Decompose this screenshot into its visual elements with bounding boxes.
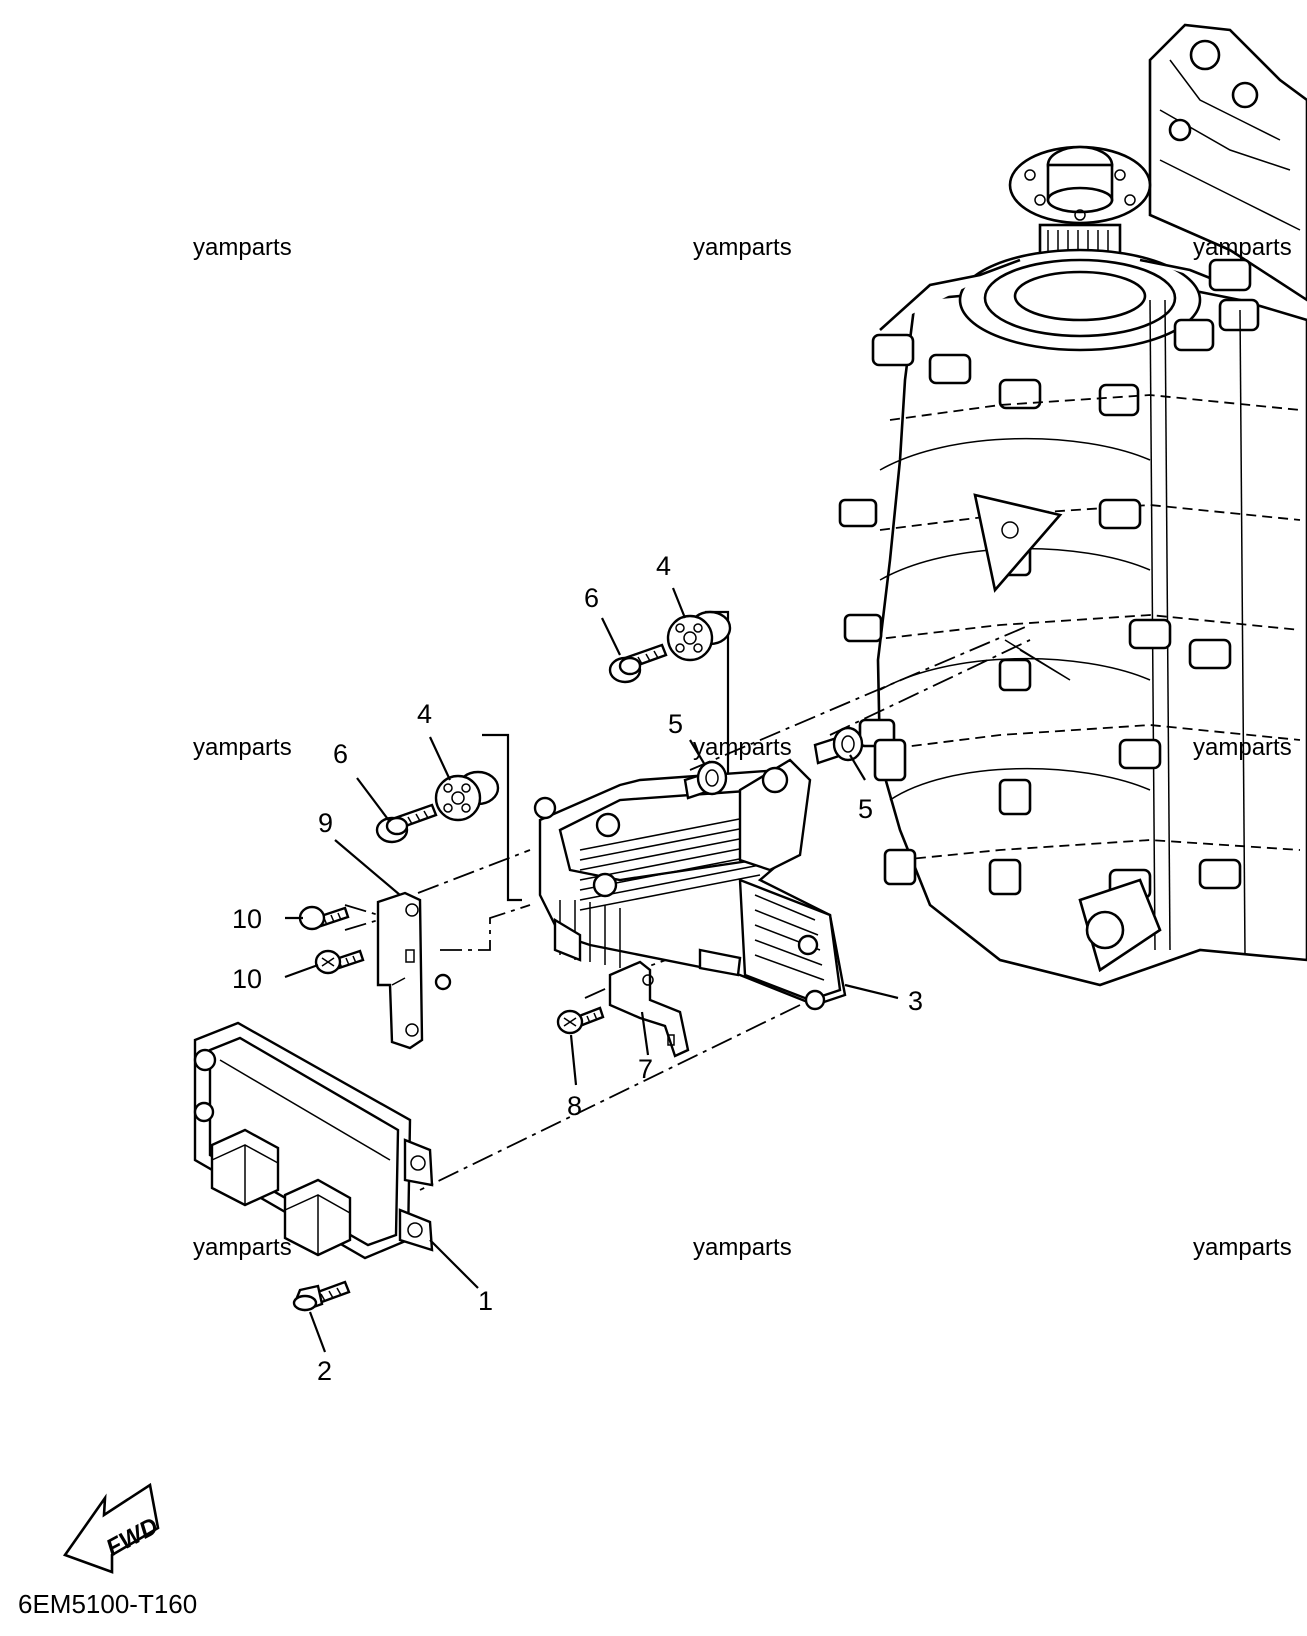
part-9-plate [376, 891, 452, 1050]
engine-block-drawing [838, 23, 1307, 987]
part-1-control-unit [193, 1021, 434, 1260]
callout-5-left: 5 [668, 709, 683, 739]
diagram-code: 6EM5100-T160 [18, 1589, 197, 1619]
part-8-screw [556, 1006, 605, 1035]
callout-4-lower: 4 [417, 699, 432, 729]
part-2-bolt [292, 1280, 351, 1312]
callout-3: 3 [908, 986, 923, 1016]
watermark-4: yamparts [193, 734, 292, 761]
fwd-arrow-icon: FWD [62, 1482, 163, 1574]
watermark-2: yamparts [693, 234, 792, 261]
callout-6-upper: 6 [584, 583, 599, 613]
part-10-screw-upper [298, 905, 350, 931]
watermark-8: yamparts [693, 1234, 792, 1261]
watermark-3: yamparts [1193, 234, 1292, 261]
leader-lines [284, 587, 899, 1353]
callout-10-lower: 10 [232, 964, 262, 994]
callout-4-upper: 4 [656, 551, 671, 581]
part-10-screw-lower [314, 949, 365, 975]
callout-10-upper: 10 [232, 904, 262, 934]
part-3-bracket-assembly [533, 758, 847, 1011]
watermark-7: yamparts [193, 1234, 292, 1261]
callout-5-right: 5 [858, 794, 873, 824]
callout-9: 9 [318, 808, 333, 838]
part-6-bolt-upper [608, 643, 668, 684]
callout-6-lower: 6 [333, 739, 348, 769]
part-5-collar-right [813, 726, 864, 765]
watermarks: yamparts yamparts yamparts yamparts yamp… [193, 234, 1292, 1261]
part-7-small-bracket [608, 960, 690, 1058]
callout-2: 2 [317, 1356, 332, 1386]
watermark-6: yamparts [1193, 734, 1292, 761]
callout-7: 7 [638, 1054, 653, 1084]
part-4-grommet-lower [434, 770, 500, 822]
watermark-1: yamparts [193, 234, 292, 261]
watermark-9: yamparts [1193, 1234, 1292, 1261]
callout-8: 8 [567, 1091, 582, 1121]
callout-1: 1 [478, 1286, 493, 1316]
part-4-grommet-upper [666, 610, 732, 662]
callouts: 1 2 3 4 4 5 5 6 6 7 8 9 10 10 [232, 551, 923, 1386]
watermark-5: yamparts [693, 734, 792, 761]
part-6-bolt-lower [375, 803, 438, 844]
part-5-collar-left [683, 760, 728, 800]
